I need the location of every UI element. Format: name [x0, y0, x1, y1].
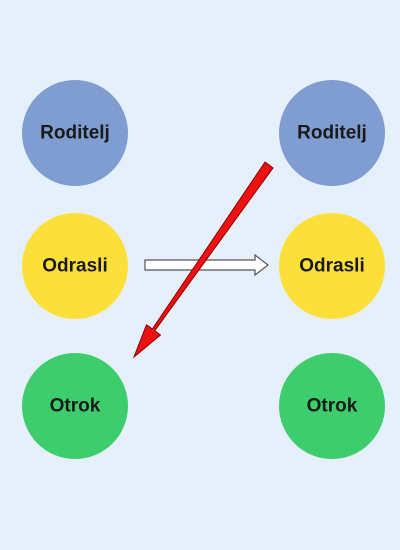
left-adult-circle — [22, 213, 128, 319]
right-adult-circle — [279, 213, 385, 319]
parent-to-child-arrow — [132, 161, 274, 359]
left-child-label: Otrok — [50, 396, 101, 417]
right-adult-label: Odrasli — [299, 256, 364, 277]
right-parent-circle — [279, 80, 385, 186]
right-parent-label: Roditelj — [297, 123, 367, 144]
left-adult-label: Odrasli — [42, 256, 107, 277]
right-ego-states: Roditelj Odrasli Otrok — [279, 80, 385, 459]
left-child-circle — [22, 353, 128, 459]
left-parent-label: Roditelj — [40, 123, 110, 144]
adult-to-adult-arrow — [144, 253, 269, 277]
right-child-circle — [279, 353, 385, 459]
left-parent-circle — [22, 80, 128, 186]
left-ego-states: Roditelj Odrasli Otrok — [22, 80, 128, 459]
right-child-label: Otrok — [307, 396, 358, 417]
